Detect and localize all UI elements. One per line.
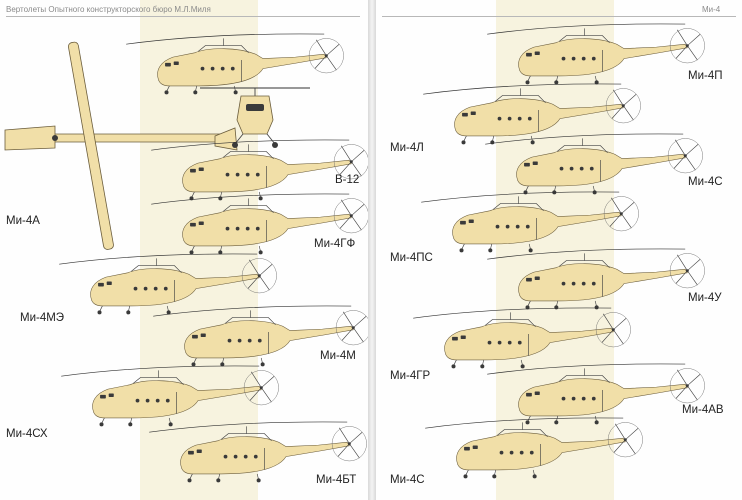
- label-mi4ps: Ми-4ПС: [390, 252, 433, 264]
- helicopter-top-view: [4, 41, 238, 251]
- helicopter-profile-1: [125, 33, 345, 95]
- right-page: Ми-4 Ми-4П Ми-4Л Ми-4С Ми-4ПС Ми-4У Ми-4…: [376, 0, 742, 500]
- label-mi4u: Ми-4У: [688, 292, 722, 304]
- helicopter-profile-4: [58, 253, 278, 315]
- running-header-right: Ми-4: [702, 5, 721, 14]
- book-gutter: [368, 0, 376, 500]
- label-mi4m: Ми-4М: [320, 350, 356, 362]
- label-mi4a: Ми-4А: [6, 215, 40, 227]
- label-mi4av: Ми-4АВ: [682, 404, 724, 416]
- helicopter-profile-8: [486, 23, 706, 85]
- helicopter-profile-9: [422, 83, 642, 145]
- helicopter-profile-2: [150, 139, 368, 201]
- left-page: Вертолеты Опытного конструкторского бюро…: [0, 0, 368, 500]
- helicopter-front-view: [199, 87, 311, 149]
- label-mi4gf: Ми-4ГФ: [314, 238, 356, 250]
- helicopter-profile-15: [424, 417, 644, 479]
- label-mi4me: Ми-4МЭ: [20, 312, 65, 324]
- helicopter-profile-12: [486, 248, 706, 310]
- helicopter-profile-14: [486, 363, 706, 425]
- helicopter-profile-3: [150, 193, 368, 255]
- header-rule: [6, 16, 360, 17]
- helicopter-profile-11: [420, 191, 640, 253]
- label-mi4p: Ми-4П: [688, 70, 723, 82]
- label-v12: В-12: [335, 174, 360, 186]
- helicopter-profile-7: [148, 421, 368, 483]
- label-mi4s: Ми-4С: [688, 176, 723, 188]
- label-mi4sh: Ми-4СХ: [6, 428, 48, 440]
- helicopter-profile-5: [152, 305, 368, 367]
- label-mi4l: Ми-4Л: [390, 142, 424, 154]
- running-header-left: Вертолеты Опытного конструкторского бюро…: [6, 5, 211, 14]
- label-mi4gr: Ми-4ГР: [390, 370, 431, 382]
- header-rule: [382, 16, 736, 17]
- helicopter-profile-13: [412, 307, 632, 369]
- helicopter-profile-10: [484, 133, 704, 195]
- label-mi4bt: Ми-4БТ: [316, 474, 357, 486]
- label-mi4s-2: Ми-4С: [390, 474, 425, 486]
- helicopter-profile-6: [60, 365, 280, 427]
